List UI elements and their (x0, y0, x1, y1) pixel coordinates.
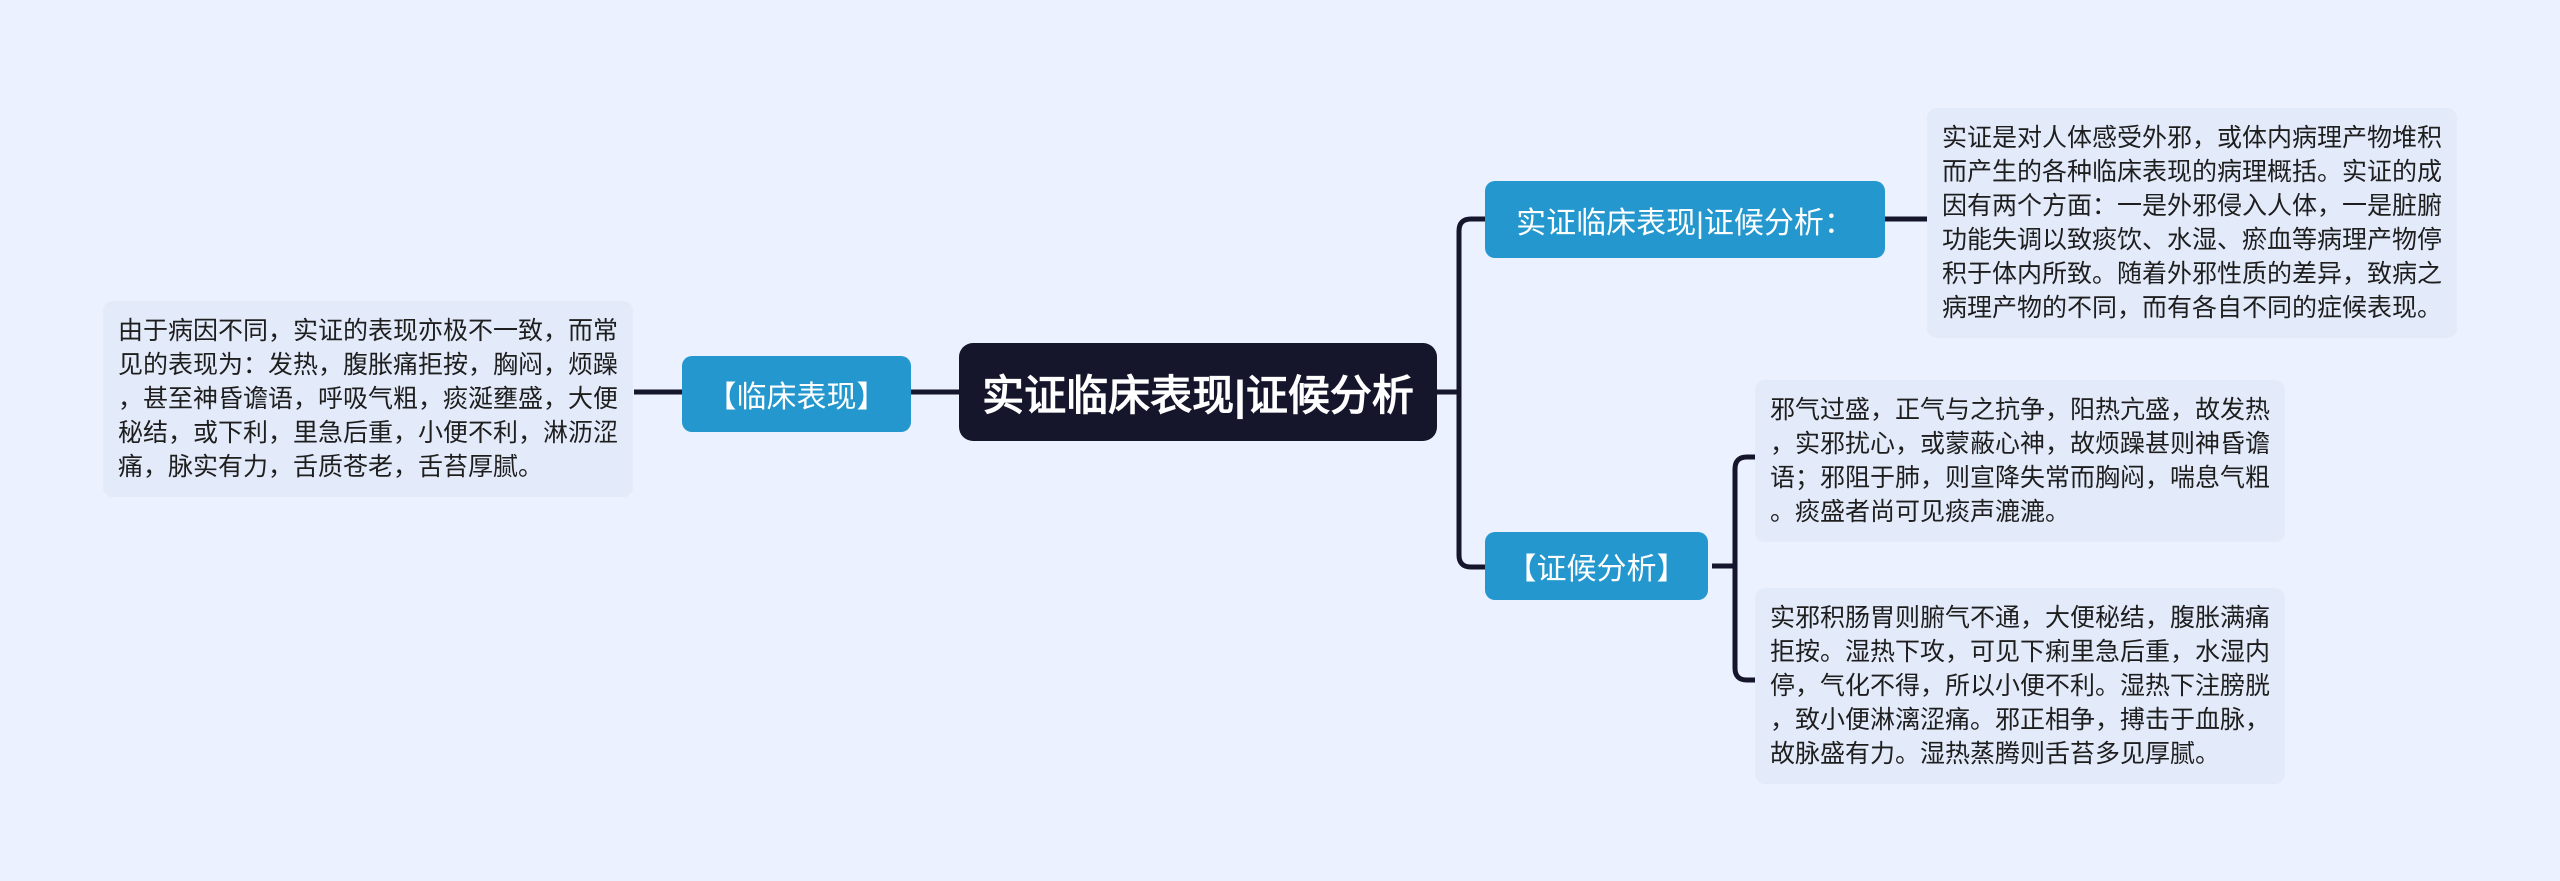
syndrome-analysis-label-node[interactable]: 【证候分析】 (1485, 532, 1708, 600)
syndrome-analysis-note-2[interactable]: 实邪积肠胃则腑气不通，大便秘结，腹胀满痛拒按。湿热下攻，可见下痢里急后重，水湿内… (1755, 588, 2285, 784)
overview-note[interactable]: 实证是对人体感受外邪，或体内病理产物堆积而产生的各种临床表现的病理概括。实证的成… (1927, 108, 2457, 338)
connector-trunk-up (1456, 216, 1485, 392)
clinical-manifestation-note[interactable]: 由于病因不同，实证的表现亦极不一致，而常见的表现为：发热，腹胀痛拒按，胸闷，烦躁… (103, 301, 633, 497)
connector-trunk-down (1456, 392, 1485, 570)
root-topic-node[interactable]: 实证临床表现|证候分析 (959, 343, 1437, 441)
syndrome-analysis-note-1[interactable]: 邪气过盛，正气与之抗争，阳热亢盛，故发热，实邪扰心，或蒙蔽心神，故烦躁甚则神昏谵… (1755, 380, 2285, 542)
overview-label-node[interactable]: 实证临床表现|证候分析： (1485, 181, 1885, 258)
clinical-manifestation-label-node[interactable]: 【临床表现】 (682, 356, 911, 432)
connector-analysis-down (1732, 566, 1755, 683)
connector-analysis-up (1732, 454, 1755, 566)
